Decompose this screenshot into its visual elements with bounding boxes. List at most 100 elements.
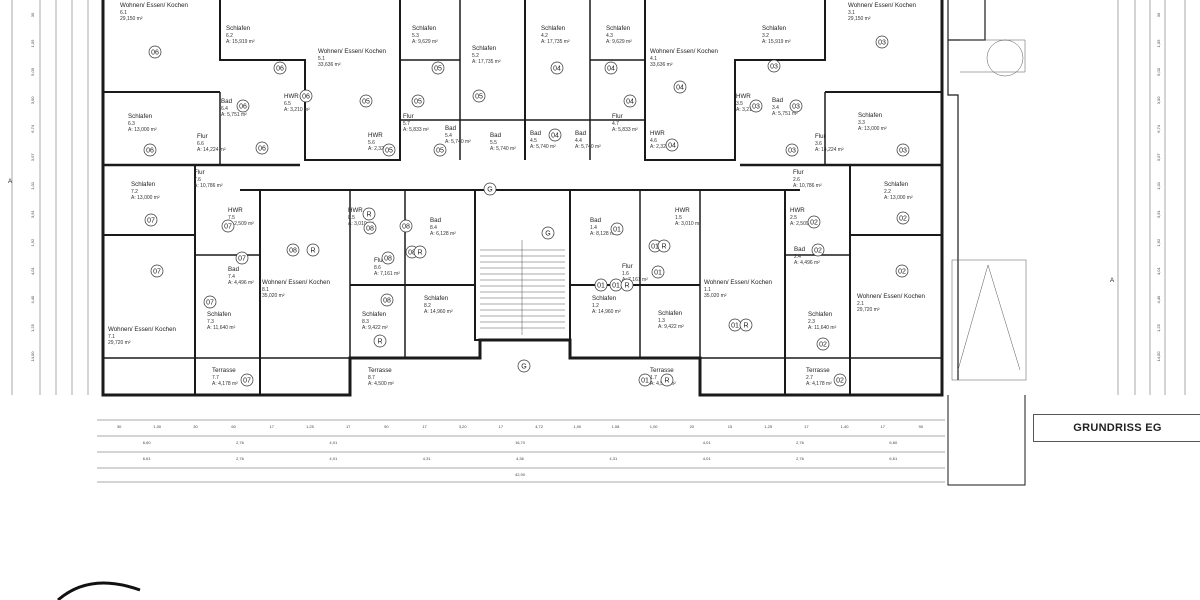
room-number: 8.3 (362, 319, 369, 325)
unit-marker-05: 05 (472, 89, 486, 103)
unit-marker-02: 02 (895, 264, 909, 278)
stair-marker: G (517, 359, 531, 373)
marker-circle (541, 226, 555, 240)
dimension-value: 17 (804, 424, 809, 429)
marker-label: 03 (752, 104, 760, 111)
marker-circle (382, 143, 396, 157)
marker-circle (811, 243, 825, 257)
room-area: A: 5,833 m² (403, 127, 429, 133)
marker-label: R (743, 323, 748, 330)
marker-circle (236, 99, 250, 113)
room-number: 3.4 (772, 105, 779, 111)
room-number: 1.6 (622, 271, 629, 277)
marker-circle (399, 219, 413, 233)
room-number: 2.2 (884, 189, 891, 195)
marker-label: R (624, 283, 629, 290)
dimension-value: 4,40 (1156, 295, 1161, 304)
room-number: 4.6 (650, 138, 657, 144)
dimension-value: 1,40 (841, 424, 850, 429)
room-name: Schlafen (606, 25, 631, 32)
marker-circle (620, 278, 634, 292)
dimension-value: 1,00 (650, 424, 659, 429)
room-area: A: 5,740 m² (530, 144, 556, 150)
dimension-value: 4,40 (30, 295, 35, 304)
room-name: Bad (575, 130, 587, 137)
dimension-value: 2,76 (236, 456, 245, 461)
accessible-marker: R (373, 334, 387, 348)
room-number: 5.4 (445, 133, 452, 139)
marker-circle (785, 143, 799, 157)
room-number: 1.7 (650, 375, 657, 381)
marker-label: 02 (810, 220, 818, 227)
dimension-value: 4,01 (703, 456, 712, 461)
unit-marker-06: 06 (236, 99, 250, 113)
right-annex (947, 0, 1027, 486)
dimension-value: 17 (881, 424, 886, 429)
marker-label: 03 (770, 64, 778, 71)
dimension-value: 2,76 (236, 440, 245, 445)
room-area: A: 5,751 m² (772, 111, 798, 117)
room-number: 3.5 (736, 101, 743, 107)
stair-marker: G (541, 226, 555, 240)
marker-label: 08 (366, 226, 374, 233)
accessible-marker: R (306, 243, 320, 257)
marker-label: 01 (597, 283, 605, 290)
dimension-value: 4,31 (423, 456, 432, 461)
marker-circle (623, 94, 637, 108)
dimension-value: 1,92 (30, 238, 35, 247)
room-name: Wohnen/ Essen/ Kochen (120, 2, 189, 9)
room-number: 3.6 (815, 141, 822, 147)
room-name: Schlafen (412, 25, 437, 32)
room-area: A: 2,509 m² (790, 221, 816, 227)
marker-label: 02 (819, 342, 827, 349)
marker-circle (255, 141, 269, 155)
marker-circle (359, 94, 373, 108)
dimension-value: 1,08 (612, 424, 621, 429)
room-area: A: 8,128 m² (590, 231, 616, 237)
room-number: 5.6 (368, 140, 375, 146)
marker-label: R (366, 212, 371, 219)
room-area: A: 5,740 m² (490, 146, 516, 152)
room-number: 7.6 (194, 177, 201, 183)
room-name: Bad (772, 97, 784, 104)
room-area: 29,720 m² (857, 307, 880, 313)
room-name: HWR (675, 207, 690, 214)
dimension-value: 6,60 (143, 440, 152, 445)
room-name: Schlafen (226, 25, 251, 32)
room-name: Terrasse (806, 367, 830, 374)
dimension-value: 5,00 (30, 67, 35, 76)
room-name: Bad (430, 217, 442, 224)
unit-marker-05: 05 (433, 143, 447, 157)
dimension-value: 4,01 (329, 456, 338, 461)
dimension-value: 3,91 (1156, 210, 1161, 219)
marker-circle (749, 99, 763, 113)
unit-marker-05: 05 (359, 94, 373, 108)
dimension-value: 3,00 (1156, 96, 1161, 105)
unit-marker-08: 08 (381, 251, 395, 265)
room-name: Wohnen/ Essen/ Kochen (848, 2, 917, 9)
room-name: Flur (612, 113, 623, 120)
room-area: A: 14,960 m² (592, 309, 621, 315)
room-name: Flur (374, 257, 385, 264)
unit-marker-08: 08 (286, 243, 300, 257)
room-number: 3.1 (848, 10, 855, 16)
room-area: 35,020 m² (262, 293, 285, 299)
stair-marker: G (483, 182, 497, 196)
room-number: 7.4 (228, 274, 235, 280)
room-area: 29,150 m² (120, 16, 143, 22)
accessible-marker: R (660, 373, 674, 387)
